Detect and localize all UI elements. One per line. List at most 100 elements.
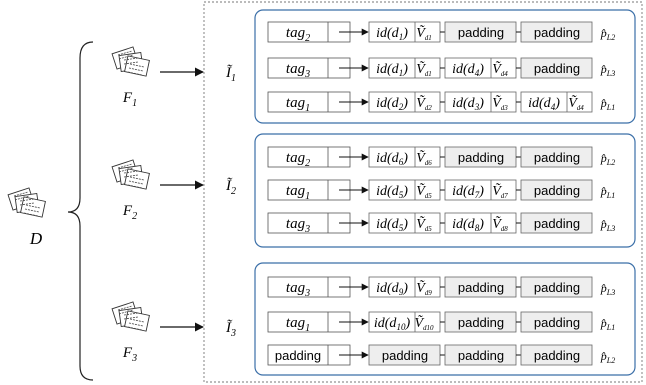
padding-label: padding	[534, 25, 580, 40]
tag-label: tag2	[286, 150, 310, 169]
vector-label: Ṽd1	[416, 24, 432, 42]
node-cell	[520, 91, 593, 113]
index-frame	[203, 1, 643, 383]
index-group-2: tag2 id(d6) Ṽd6 padding padding p̂L2 tag1 id(d5…	[254, 133, 636, 248]
padding-label: padding	[534, 216, 580, 231]
index-label: Ĩ3	[225, 319, 236, 339]
vector-label: Ṽd3	[492, 94, 508, 112]
tag-label: tag2	[286, 25, 310, 44]
doc-id-label: id(d8)	[452, 217, 484, 233]
padding-label: padding	[534, 183, 580, 198]
index-row: tag1 id(d2) Ṽd2 id(d3) Ṽd3 id(d4) Ṽd4 p̂L1	[267, 91, 615, 114]
vector-label: Ṽd6	[416, 149, 432, 167]
vector-label: Ṽd5	[416, 182, 432, 200]
index-row: tag2 id(d6) Ṽd6 padding padding p̂L2	[267, 146, 615, 169]
doc-id-label: id(d4)	[452, 62, 484, 78]
padding-cell	[520, 21, 593, 43]
document-stack-icon	[7, 187, 46, 218]
tag-label: tag3	[286, 61, 310, 80]
padding-label: padding	[534, 150, 580, 165]
index-row: tag1 id(d5) Ṽd5 id(d7) Ṽd7 padding p̂L1	[267, 179, 615, 202]
pointer-label: p̂L2	[600, 349, 615, 365]
index-group-box	[254, 9, 636, 124]
doc-id-label: id(d1)	[376, 62, 408, 78]
index-row: tag2 id(d1) Ṽd1 padding padding p̂L2	[267, 21, 615, 44]
padding-label: padding	[534, 348, 580, 363]
padding-cell	[520, 344, 593, 366]
index-row: tag3 id(d9) Ṽd9 padding padding p̂L3	[267, 276, 615, 299]
padding-label: padding	[458, 280, 504, 295]
pointer-label: p̂L3	[600, 217, 615, 233]
padding-cell	[520, 276, 593, 298]
vector-label: Ṽd4	[492, 60, 508, 78]
pointer-label: p̂L1	[600, 316, 615, 332]
curly-brace	[67, 41, 94, 381]
index-row: padding padding padding padding p̂L2	[267, 344, 615, 366]
doc-id-label: id(d3)	[452, 96, 484, 112]
tag-label: tag3	[286, 280, 310, 299]
document-stack-icon	[111, 46, 150, 77]
pointer-label: p̂L1	[600, 184, 615, 200]
vector-label: Ṽd8	[492, 215, 508, 233]
doc-id-label: id(d1)	[376, 26, 408, 42]
index-group-box	[254, 262, 636, 376]
doc-id-label: id(d2)	[376, 96, 408, 112]
vector-label: Ṽd5	[416, 215, 432, 233]
padding-cell	[520, 146, 593, 168]
dataset-D: D	[7, 187, 46, 248]
doc-id-label: id(d5)	[376, 184, 408, 200]
tag-label: tag3	[286, 216, 310, 235]
vector-label: Ṽd10	[414, 314, 434, 332]
tag-label: tag1	[286, 315, 310, 334]
tag-label: tag1	[286, 183, 310, 202]
pointer-label: p̂L2	[600, 26, 615, 42]
padding-label: padding	[534, 315, 580, 330]
doc-id-label: id(d7)	[452, 184, 484, 200]
tag-label: tag1	[286, 95, 310, 114]
vector-label: Ṽd2	[416, 94, 432, 112]
file-2: F2 Ĩ2	[111, 159, 236, 222]
file-label: F2	[122, 203, 137, 222]
padding-label: padding	[458, 348, 504, 363]
pointer-label: p̂L3	[600, 281, 615, 297]
pointer-label: p̂L2	[600, 151, 615, 167]
index-label: Ĩ2	[225, 177, 236, 197]
padding-cell	[520, 212, 593, 234]
padding-cell	[520, 57, 593, 79]
doc-id-label: id(d5)	[376, 217, 408, 233]
file-label: F1	[122, 90, 137, 109]
padding-label: padding	[382, 348, 428, 363]
doc-id-label: id(d9)	[376, 281, 408, 297]
document-stack-icon	[111, 159, 150, 190]
pointer-label: p̂L1	[600, 96, 615, 112]
padding-label: padding	[458, 315, 504, 330]
pointer-label: p̂L3	[600, 62, 615, 78]
padding-label: padding	[458, 150, 504, 165]
index-label: Ĩ1	[225, 64, 236, 84]
index-row: tag1 id(d10)Ṽd10 padding padding p̂L1	[267, 311, 615, 334]
index-row: tag3 id(d1) Ṽd1 id(d4) Ṽd4 padding p̂L3	[267, 57, 615, 80]
tag-label: padding	[275, 348, 321, 363]
index-group-1: tag2 id(d1) Ṽd1 padding padding p̂L2 tag3 id(d1…	[254, 9, 636, 124]
vector-label: Ṽd7	[492, 182, 508, 200]
index-group-3: tag3 id(d9) Ṽd9 padding padding p̂L3 tag1 id(d1…	[254, 262, 636, 376]
vector-label: Ṽd9	[416, 279, 432, 297]
doc-id-label: id(d6)	[376, 151, 408, 167]
padding-label: padding	[534, 280, 580, 295]
vector-label: Ṽd1	[416, 60, 432, 78]
file-label: F3	[122, 345, 137, 364]
index-group-box	[254, 133, 636, 248]
index-row: tag3 id(d5) Ṽd5 id(d8) Ṽd8 padding p̂L3	[267, 212, 615, 235]
document-stack-icon	[111, 301, 150, 332]
vector-label: Ṽd4	[568, 94, 584, 112]
padding-cell	[520, 179, 593, 201]
doc-id-label: id(d10)	[374, 316, 411, 332]
doc-id-label: id(d4)	[528, 96, 560, 112]
dataset-label: D	[29, 229, 43, 248]
padding-label: padding	[458, 25, 504, 40]
file-3: F3 Ĩ3	[111, 301, 236, 364]
file-1: F1 Ĩ1	[111, 46, 236, 109]
padding-cell	[520, 311, 593, 333]
padding-label: padding	[534, 61, 580, 76]
